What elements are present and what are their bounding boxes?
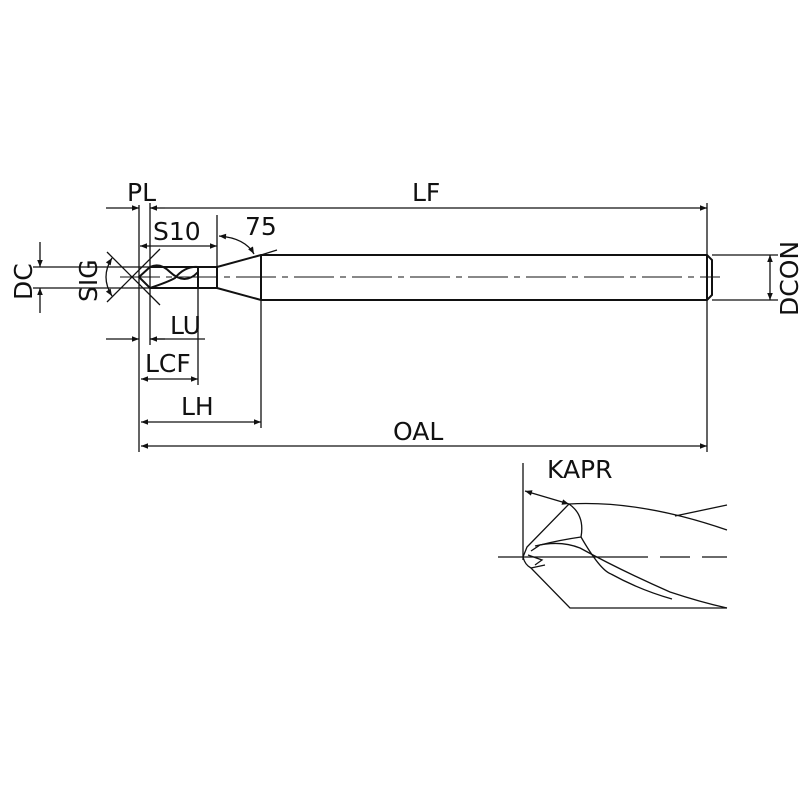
label-lu: LU bbox=[170, 311, 201, 340]
label-pl: PL bbox=[127, 178, 156, 207]
drill-side-view bbox=[120, 254, 720, 301]
extension-lines bbox=[33, 203, 778, 452]
label-sig: SIG bbox=[74, 259, 103, 302]
point-angle-detail-view bbox=[498, 463, 728, 609]
label-dcon: DCON bbox=[775, 241, 800, 316]
label-dc: DC bbox=[9, 263, 38, 300]
label-lf: LF bbox=[412, 178, 440, 207]
dimension-lines bbox=[37, 205, 773, 449]
label-oal: OAL bbox=[393, 417, 443, 446]
label-kapr: KAPR bbox=[547, 455, 613, 484]
label-lcf: LCF bbox=[145, 349, 191, 378]
label-s10: S10 bbox=[153, 217, 201, 246]
label-angle-75: 75 bbox=[245, 212, 277, 241]
label-lh: LH bbox=[181, 392, 214, 421]
